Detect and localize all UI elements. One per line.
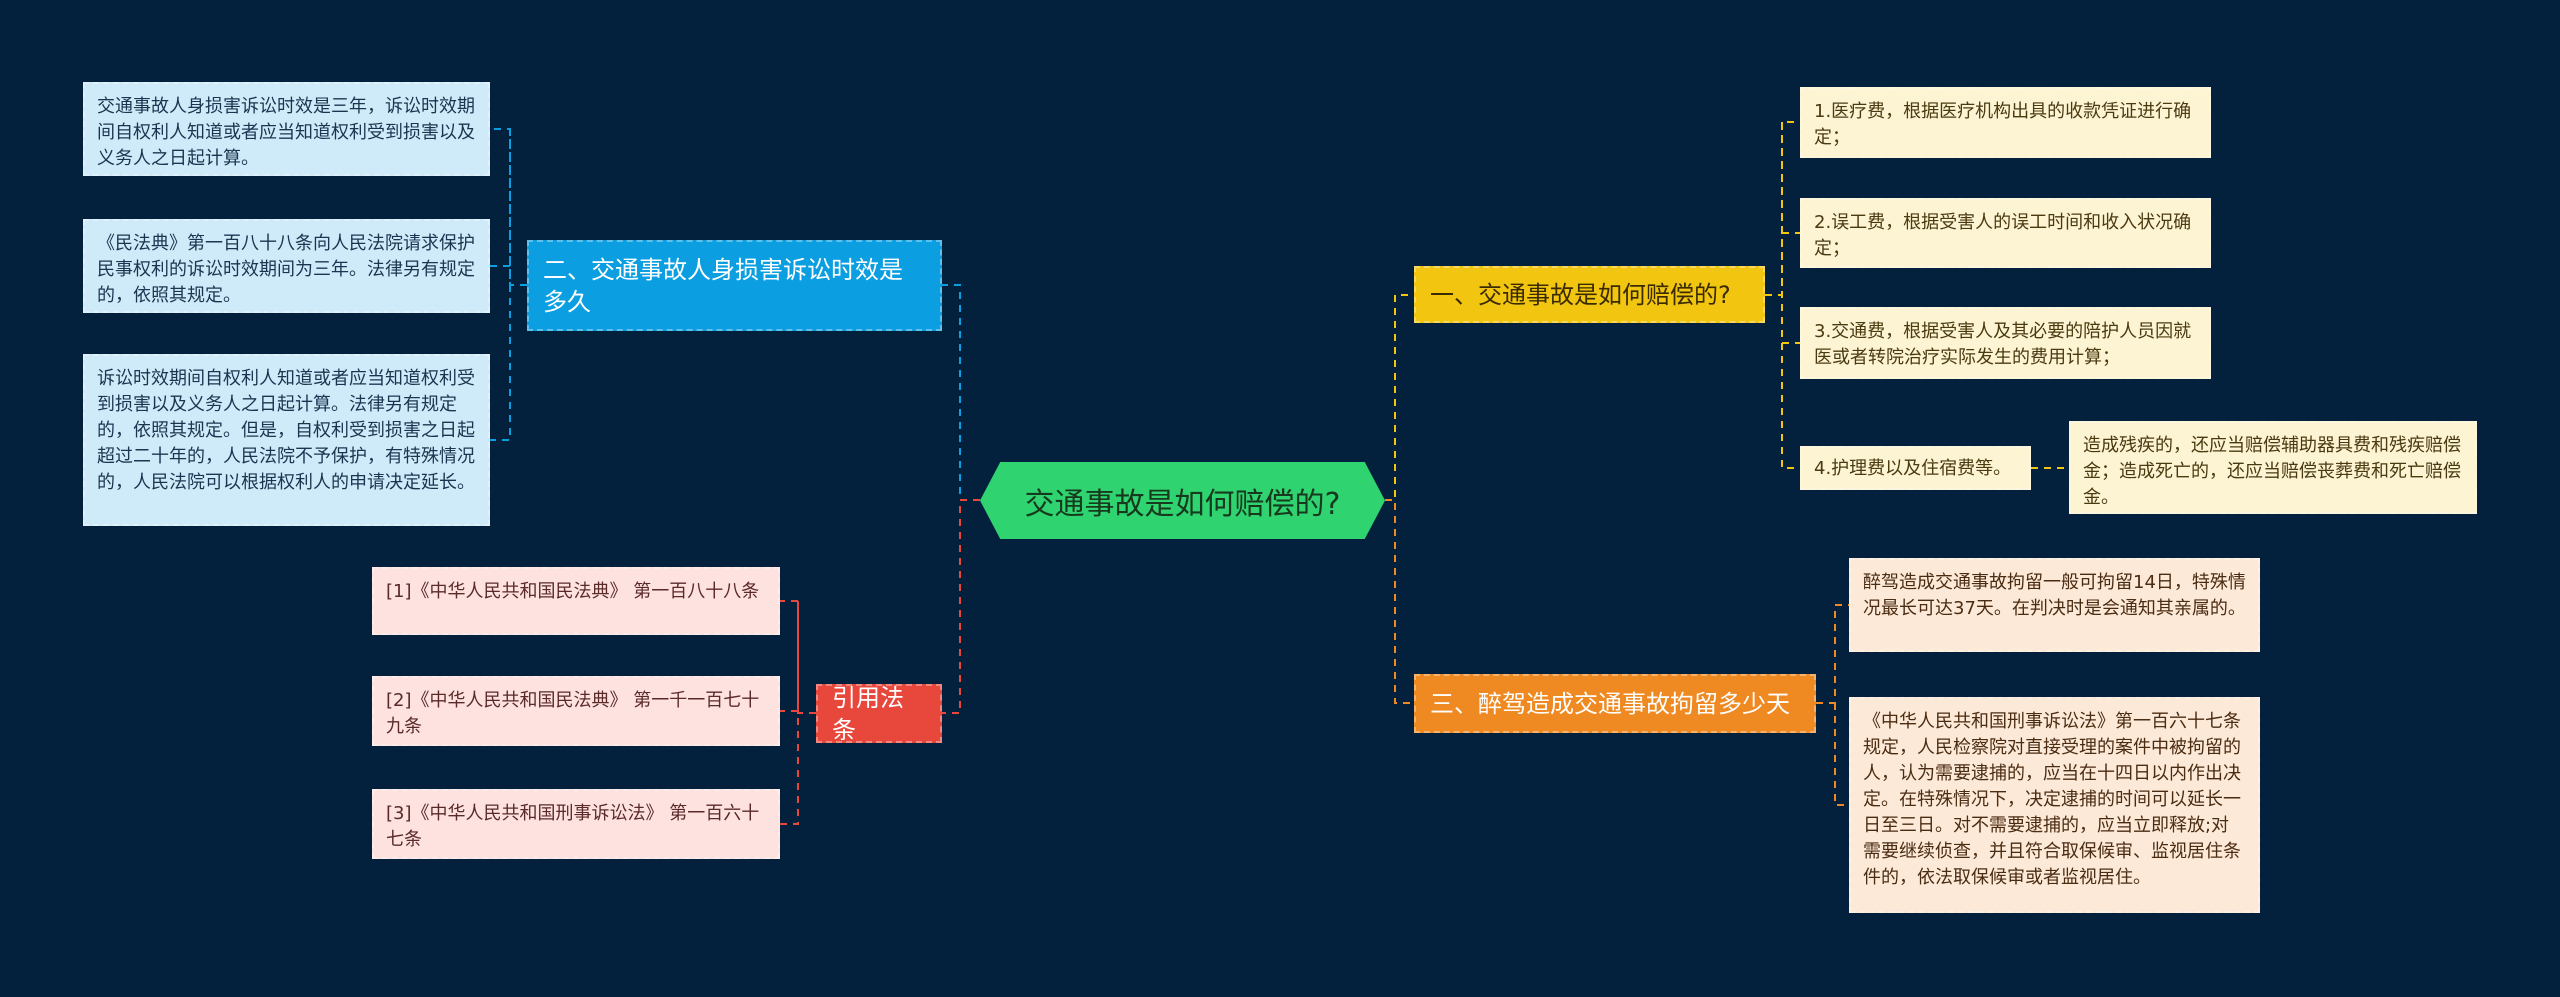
leaf-node[interactable]: 4.护理费以及住宿费等。	[1800, 446, 2031, 490]
branch-label: 二、交通事故人身损害诉讼时效是多久	[543, 255, 903, 316]
leaf-node[interactable]: 1.医疗费，根据医疗机构出具的收款凭证进行确定；	[1800, 87, 2211, 158]
leaf-node[interactable]: 交通事故人身损害诉讼时效是三年，诉讼时效期间自权利人知道或者应当知道权利受到损害…	[83, 82, 490, 176]
leaf-node[interactable]: 造成残疾的，还应当赔偿辅助器具费和残疾赔偿金；造成死亡的，还应当赔偿丧葬费和死亡…	[2069, 421, 2477, 514]
leaf-node[interactable]: 2.误工费，根据受害人的误工时间和收入状况确定；	[1800, 198, 2211, 268]
leaf-node[interactable]: 醉驾造成交通事故拘留一般可拘留14日，特殊情况最长可达37天。在判决时是会通知其…	[1849, 558, 2260, 652]
branch-limitation[interactable]: 二、交通事故人身损害诉讼时效是多久	[527, 240, 942, 331]
branch-label: 三、醉驾造成交通事故拘留多少天	[1430, 689, 1790, 718]
citation-item[interactable]: [1]《中华人民共和国民法典》 第一百八十八条	[372, 567, 780, 635]
leaf-node[interactable]: 3.交通费，根据受害人及其必要的陪护人员因就医或者转院治疗实际发生的费用计算；	[1800, 307, 2211, 379]
citation-item[interactable]: [3]《中华人民共和国刑事诉讼法》 第一百六十七条	[372, 789, 780, 859]
leaf-node[interactable]: 《民法典》第一百八十八条向人民法院请求保护民事权利的诉讼时效期间为三年。法律另有…	[83, 219, 490, 313]
branch-detention[interactable]: 三、醉驾造成交通事故拘留多少天	[1414, 674, 1816, 733]
citation-item[interactable]: [2]《中华人民共和国民法典》 第一千一百七十九条	[372, 676, 780, 746]
root-label: 交通事故是如何赔偿的?	[1024, 486, 1341, 522]
root-topic[interactable]: 交通事故是如何赔偿的?	[980, 462, 1385, 539]
branch-label: 引用法条	[832, 683, 904, 744]
branch-compensation[interactable]: 一、交通事故是如何赔偿的?	[1414, 266, 1765, 323]
branch-label: 一、交通事故是如何赔偿的?	[1430, 280, 1731, 309]
leaf-node[interactable]: 诉讼时效期间自权利人知道或者应当知道权利受到损害以及义务人之日起计算。法律另有规…	[83, 354, 490, 526]
leaf-node[interactable]: 《中华人民共和国刑事诉讼法》第一百六十七条规定，人民检察院对直接受理的案件中被拘…	[1849, 697, 2260, 913]
branch-citations[interactable]: 引用法条	[816, 683, 942, 744]
root-shape	[980, 462, 1385, 539]
